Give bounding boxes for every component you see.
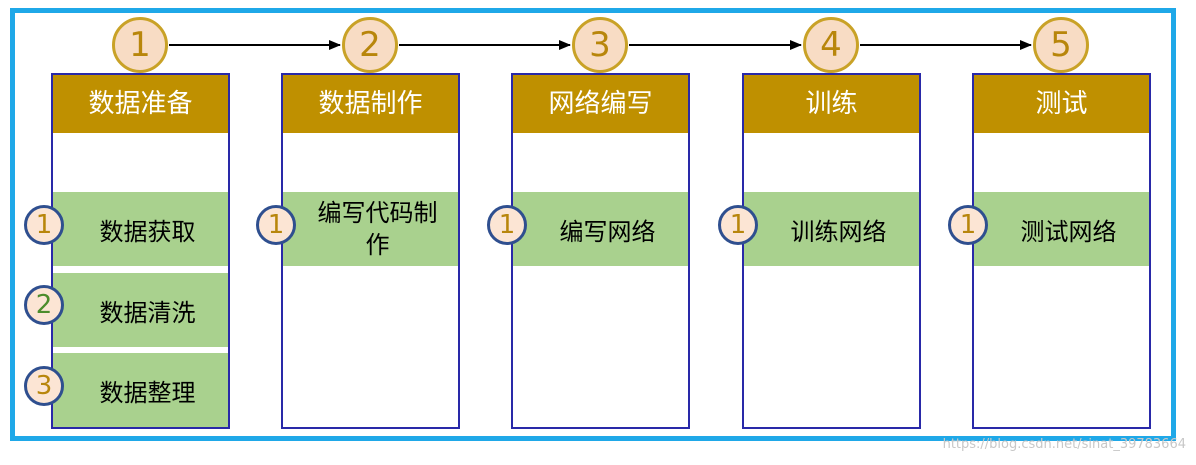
step-box: 编写代码制 作 bbox=[283, 192, 458, 266]
step-box: 训练网络 bbox=[744, 192, 919, 266]
step-number: 1 bbox=[948, 205, 988, 245]
stage-column-5: 测试 测试网络 bbox=[972, 73, 1151, 429]
step-label: 数据清洗 bbox=[99, 298, 196, 327]
step-number: 1 bbox=[24, 205, 64, 245]
stage-title: 训练 bbox=[744, 75, 919, 133]
watermark: https://blog.csdn.net/sinat_39783664 bbox=[942, 437, 1186, 452]
step-number: 1 bbox=[718, 205, 758, 245]
step-box: 数据清洗 bbox=[53, 273, 228, 347]
step-box: 数据整理 bbox=[53, 353, 228, 427]
stage-title: 测试 bbox=[974, 75, 1149, 133]
step-box: 数据获取 bbox=[53, 192, 228, 266]
step-number: 1 bbox=[487, 205, 527, 245]
stage-column-4: 训练 训练网络 bbox=[742, 73, 921, 429]
step-box: 编写网络 bbox=[513, 192, 688, 266]
step-label: 编写网络 bbox=[559, 217, 656, 246]
stage-column-3: 网络编写 编写网络 bbox=[511, 73, 690, 429]
stage-title: 网络编写 bbox=[513, 75, 688, 133]
step-label: 编写代码制 作 bbox=[317, 199, 438, 259]
stage-title: 数据准备 bbox=[53, 75, 228, 133]
diagram-frame bbox=[10, 8, 1176, 441]
step-box: 测试网络 bbox=[974, 192, 1149, 266]
stage-number-4: 4 bbox=[803, 17, 859, 73]
step-label: 训练网络 bbox=[790, 217, 887, 246]
stage-number-5: 5 bbox=[1033, 17, 1089, 73]
stage-number-3: 3 bbox=[572, 17, 628, 73]
stage-column-2: 数据制作 编写代码制 作 bbox=[281, 73, 460, 429]
stage-column-1: 数据准备 数据获取 数据清洗 数据整理 bbox=[51, 73, 230, 429]
step-label: 数据整理 bbox=[99, 378, 196, 407]
stage-number-2: 2 bbox=[342, 17, 398, 73]
step-number: 3 bbox=[24, 366, 64, 406]
step-label: 测试网络 bbox=[1020, 217, 1117, 246]
step-number: 1 bbox=[256, 205, 296, 245]
step-label: 数据获取 bbox=[99, 217, 196, 246]
stage-title: 数据制作 bbox=[283, 75, 458, 133]
stage-number-1: 1 bbox=[112, 17, 168, 73]
step-number: 2 bbox=[24, 285, 64, 325]
